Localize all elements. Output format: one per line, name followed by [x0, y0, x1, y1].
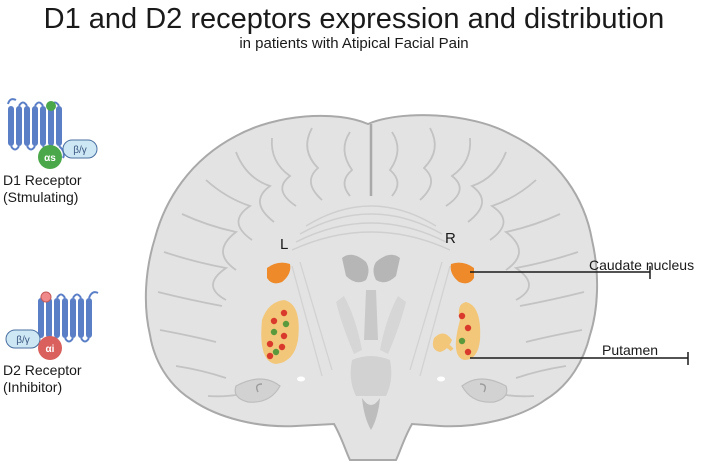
ligand-dot	[40, 291, 52, 303]
left-hemisphere-label: L	[280, 236, 289, 253]
d2-alpha-i-subunit	[38, 336, 62, 360]
left-putamen-receptor-dots	[266, 309, 290, 360]
d1-dot	[266, 352, 274, 360]
d1-dot	[278, 343, 286, 351]
d1-dot	[266, 340, 274, 348]
right-hemisphere-label: R	[445, 230, 456, 247]
d2-dot	[458, 337, 466, 345]
d1-alpha-label: αs	[44, 153, 56, 164]
d2-alpha-label: αi	[46, 344, 55, 355]
caudate-nucleus-label: Caudate nucleus	[589, 257, 695, 273]
d2-dot	[282, 320, 290, 328]
caudate-nucleus-left	[267, 262, 291, 284]
d1-dot	[464, 324, 472, 332]
d1-dot	[464, 348, 472, 356]
d1-alpha-s-subunit	[38, 145, 62, 169]
putamen-pointer	[470, 352, 689, 365]
d1-beta-gamma-label: β/γ	[73, 145, 87, 156]
page-title: D1 and D2 receptors expression and distr…	[43, 3, 665, 35]
d1-receptor-icon	[7, 98, 65, 159]
d1-dot	[458, 312, 466, 320]
d1-dot	[280, 309, 288, 317]
d1-receptor-function: (Stmulating)	[3, 189, 79, 205]
d2-receptor-icon	[38, 291, 99, 343]
right-putamen-receptor-dots	[458, 312, 472, 356]
d1-receptor-label: D1 Receptor	[3, 172, 82, 188]
d2-beta-gamma-subunit	[5, 329, 41, 349]
d1-dot	[280, 332, 288, 340]
d2-dot	[272, 348, 280, 356]
page-subtitle: in patients with Atipical Facial Pain	[239, 35, 469, 52]
d2-receptor-label: D2 Receptor	[3, 362, 82, 378]
d2-dot	[270, 328, 278, 336]
caudate-pointer	[470, 266, 651, 279]
putamen-label: Putamen	[602, 342, 659, 358]
caudate-nucleus-right	[450, 262, 474, 284]
d1-beta-gamma-subunit	[62, 139, 98, 159]
d1-dot	[270, 317, 278, 325]
d2-receptor-function: (Inhibitor)	[3, 379, 63, 395]
d2-beta-gamma-label: β/γ	[16, 335, 30, 346]
ligand-dot	[46, 101, 56, 111]
putamen-left	[261, 300, 299, 364]
brain-coronal-section	[144, 114, 599, 461]
